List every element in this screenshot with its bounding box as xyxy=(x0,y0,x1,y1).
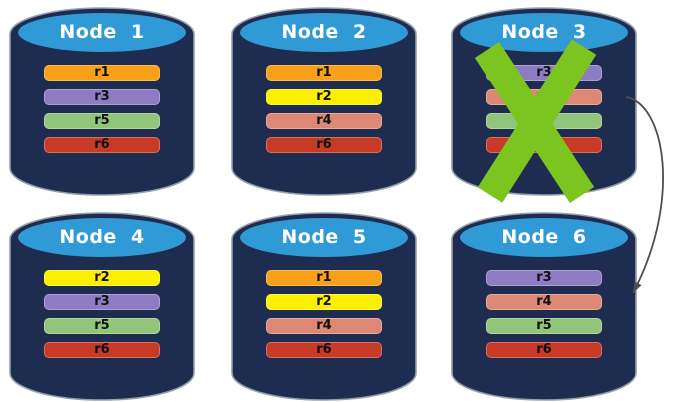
replica-label: r5 xyxy=(94,113,110,128)
node-2: Node 2 r1 r2 r4 r6 xyxy=(231,7,417,198)
replica-label: r6 xyxy=(536,342,552,357)
replica-label: r3 xyxy=(536,65,552,80)
replica-bar: r6 xyxy=(486,342,602,358)
node-title: Node 2 xyxy=(281,21,367,43)
replica-bar: r5 xyxy=(486,318,602,334)
replica-bar: r6 xyxy=(44,137,160,153)
node-title: Node 5 xyxy=(281,226,367,248)
replica-bar: r5 xyxy=(44,318,160,334)
replica-bar: r1 xyxy=(266,270,382,286)
replica-label: r6 xyxy=(316,137,332,152)
replica-bar: r6 xyxy=(44,342,160,358)
replica-bar: r2 xyxy=(266,89,382,105)
replica-label: r5 xyxy=(536,318,552,333)
replica-label: r3 xyxy=(94,294,110,309)
node-3: Node 3 r3 r4 r5 r6 xyxy=(451,7,637,198)
node-title: Node 6 xyxy=(501,226,587,248)
replica-bar: r2 xyxy=(266,294,382,310)
replica-label: r3 xyxy=(536,270,552,285)
replica-bar: r5 xyxy=(486,113,602,129)
replica-label: r1 xyxy=(94,65,110,80)
node-6: Node 6 r3 r4 r5 r6 xyxy=(451,212,637,402)
replica-label: r6 xyxy=(316,342,332,357)
replica-bar: r6 xyxy=(266,137,382,153)
replica-label: r2 xyxy=(94,270,110,285)
replica-label: r5 xyxy=(94,318,110,333)
node-1: Node 1 r1 r3 r5 r6 xyxy=(9,7,195,198)
replica-bar: r1 xyxy=(266,65,382,81)
replica-bar: r6 xyxy=(266,342,382,358)
replica-bar: r5 xyxy=(44,113,160,129)
replica-label: r6 xyxy=(536,137,552,152)
replica-label: r1 xyxy=(316,270,332,285)
node-title: Node 4 xyxy=(59,226,145,248)
replica-bar: r4 xyxy=(486,294,602,310)
replica-bar: r3 xyxy=(44,89,160,105)
node-title: Node 1 xyxy=(59,21,145,43)
replica-bar: r1 xyxy=(44,65,160,81)
replica-bar: r3 xyxy=(486,270,602,286)
replica-bar: r2 xyxy=(44,270,160,286)
replica-label: r1 xyxy=(316,65,332,80)
replica-label: r6 xyxy=(94,342,110,357)
replica-bar: r4 xyxy=(266,113,382,129)
replica-bar: r4 xyxy=(486,89,602,105)
replica-bar: r4 xyxy=(266,318,382,334)
node-title: Node 3 xyxy=(501,21,587,43)
replica-bar: r3 xyxy=(486,65,602,81)
replica-label: r4 xyxy=(316,113,332,128)
replica-label: r2 xyxy=(316,294,332,309)
replica-label: r4 xyxy=(536,294,552,309)
replica-label: r6 xyxy=(94,137,110,152)
replica-label: r3 xyxy=(94,89,110,104)
replica-bar: r3 xyxy=(44,294,160,310)
node-5: Node 5 r1 r2 r4 r6 xyxy=(231,212,417,402)
replica-label: r2 xyxy=(316,89,332,104)
replica-bar: r6 xyxy=(486,137,602,153)
replica-label: r4 xyxy=(316,318,332,333)
replica-label: r5 xyxy=(536,113,552,128)
replica-label: r4 xyxy=(536,89,552,104)
node-4: Node 4 r2 r3 r5 r6 xyxy=(9,212,195,402)
